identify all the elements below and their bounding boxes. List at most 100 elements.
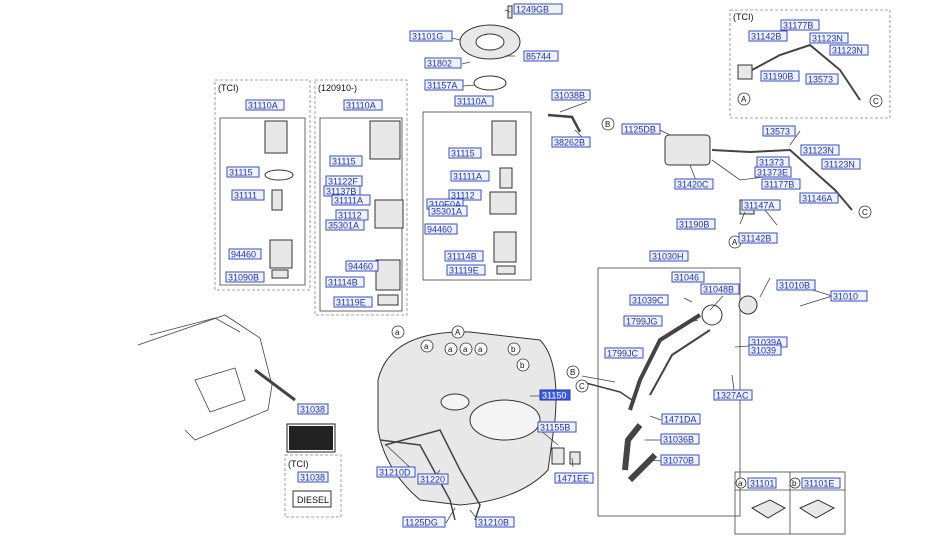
part-label-l31090b[interactable]: 31090B [225,271,265,283]
part-number-text: 31111A [334,196,363,206]
part-label-l31373e[interactable]: 31373E [754,166,792,178]
part-label-l31146a[interactable]: 31146A [799,192,839,204]
part-number-text: 31190B [679,220,709,230]
part-label-l31115-c[interactable]: 31115 [448,147,482,159]
part-label-l31111a-c[interactable]: 31111A [450,170,490,182]
part-label-l1125dg[interactable]: 1125DG [402,516,446,528]
part-label-tr31123n-a[interactable]: 31123N [809,32,849,44]
part-number-text: 31190B [763,72,793,82]
part-label-l1799jc[interactable]: 1799JC [604,347,644,359]
part-label-l31114b-m[interactable]: 31114B [325,276,365,288]
part-label-l31070b[interactable]: 31070B [660,454,700,466]
pump-motor-center [489,191,517,215]
part-number-text: 31115 [332,157,356,167]
part-label-l31039c[interactable]: 31039C [629,294,669,306]
part-label-l31420c[interactable]: 31420C [674,178,714,190]
part-label-tr31177b[interactable]: 31177B [780,19,820,31]
fuel-cap [738,295,758,315]
tci-valve [737,64,753,80]
part-label-l31110a-l[interactable]: 31110A [245,99,285,111]
part-number-text: 31119E [336,298,366,308]
part-label-l31114b-c[interactable]: 31114B [444,250,484,262]
part-label-tr31190b[interactable]: 31190B [760,70,800,82]
part-number-text: 31010 [833,292,858,302]
svg-text:a: a [395,328,400,337]
part-label-l31110a-m[interactable]: 31110A [343,99,383,111]
part-label-l31210d[interactable]: 31210D [376,466,416,478]
part-label-l31101g[interactable]: 31101G [409,30,453,42]
part-label-l38262b[interactable]: 38262B [551,136,591,148]
part-label-l31038[interactable]: 31038 [297,403,329,415]
part-label-l31038-tci[interactable]: 31038 [297,471,329,483]
part-label-l31122f[interactable]: 31122F [325,175,363,187]
part-label-l31038b[interactable]: 31038B [551,89,591,101]
part-label-l31220[interactable]: 31220 [417,473,449,485]
part-label-l35301a-c[interactable]: 35301A [428,205,468,217]
part-label-tr13573[interactable]: 13573 [805,73,839,85]
part-number-text: 94460 [348,262,373,272]
part-label-l31112-m[interactable]: 31112 [335,209,369,221]
part-label-l31123n-b[interactable]: 31123N [821,158,861,170]
part-label-tr31123n-b[interactable]: 31123N [829,44,869,56]
tci-pump-assembly-box [219,117,306,286]
part-label-l31802[interactable]: 31802 [424,57,462,69]
part-number-text: 31070B [663,456,694,466]
part-number-text: 1327AC [716,391,749,401]
hose-38262b [547,113,582,133]
part-label-l1471ee[interactable]: 1471EE [554,472,594,484]
part-label-l31010b[interactable]: 31010B [776,279,816,291]
part-label-l31111a-m[interactable]: 31111A [331,194,371,206]
clamp-31155b [551,447,565,465]
part-label-l35301a-m[interactable]: 35301A [325,219,365,231]
part-label-l1125db[interactable]: 1125DB [621,123,661,135]
part-label-l13573[interactable]: 13573 [762,125,796,137]
part-number-text: 31038 [300,473,325,483]
part-label-l31010[interactable]: 31010 [830,290,868,302]
part-label-legend-a[interactable]: 31101 [747,477,777,489]
part-label-l31157a[interactable]: 31157A [424,79,464,91]
part-label-l31373[interactable]: 31373 [756,156,790,168]
part-label-l31115-l[interactable]: 31115 [226,166,260,178]
marker-a-3: a [444,342,458,356]
part-label-l31150[interactable]: 31150 [539,389,571,401]
part-label-l31048b[interactable]: 31048B [700,283,740,295]
part-label-l94460-m[interactable]: 94460 [345,260,379,272]
part-label-l1327ac[interactable]: 1327AC [713,389,753,401]
part-label-l1799jg[interactable]: 1799JG [623,315,663,327]
part-label-l85744[interactable]: 85744 [523,50,559,62]
part-label-legend-b[interactable]: 31101E [801,477,841,489]
part-number-text: 31039A [751,338,782,348]
part-label-l31142b[interactable]: 31142B [738,232,778,244]
gasket-ring [473,75,507,91]
part-label-l31036b[interactable]: 31036B [660,433,700,445]
part-label-tr31142b[interactable]: 31142B [748,30,788,42]
part-label-l94460-c[interactable]: 94460 [424,223,458,235]
part-number-text: 31150 [542,391,566,401]
part-label-l31112-c[interactable]: 31112 [448,189,482,201]
part-label-l31111-l[interactable]: 31111 [231,189,265,201]
part-label-l31030h[interactable]: 31030H [649,250,689,262]
part-label-l31039[interactable]: 31039 [748,344,782,356]
diesel-text: DIESEL [297,495,329,505]
part-label-l31123n-a[interactable]: 31123N [800,144,840,156]
part-label-l94460-l[interactable]: 94460 [228,248,262,260]
part-label-l31190b[interactable]: 31190B [676,218,716,230]
part-label-l1471da[interactable]: 1471DA [661,413,701,425]
part-label-l31155b[interactable]: 31155B [537,421,577,433]
part-number-text: 31101G [412,32,443,42]
part-label-l31110a-c[interactable]: 31110A [454,95,494,107]
marker-a-legend: a [735,477,747,489]
part-number-text: 31802 [427,59,452,69]
part-number-text: 31123N [832,46,863,56]
part-label-l31119e-c[interactable]: 31119E [446,264,486,276]
pad-31101 [750,499,787,519]
part-label-l31147a[interactable]: 31147A [741,199,781,211]
part-label-l31119e-m[interactable]: 31119E [333,296,373,308]
part-label-l31046[interactable]: 31046 [671,271,705,283]
marker-C-canister: C [858,205,872,219]
part-label-l1249gb[interactable]: 1249GB [513,3,563,15]
part-number-text: 94460 [427,225,452,235]
part-label-l31115-m[interactable]: 31115 [329,155,363,167]
part-label-l31210b[interactable]: 31210B [475,516,515,528]
part-label-l31177b[interactable]: 31177B [761,178,801,190]
